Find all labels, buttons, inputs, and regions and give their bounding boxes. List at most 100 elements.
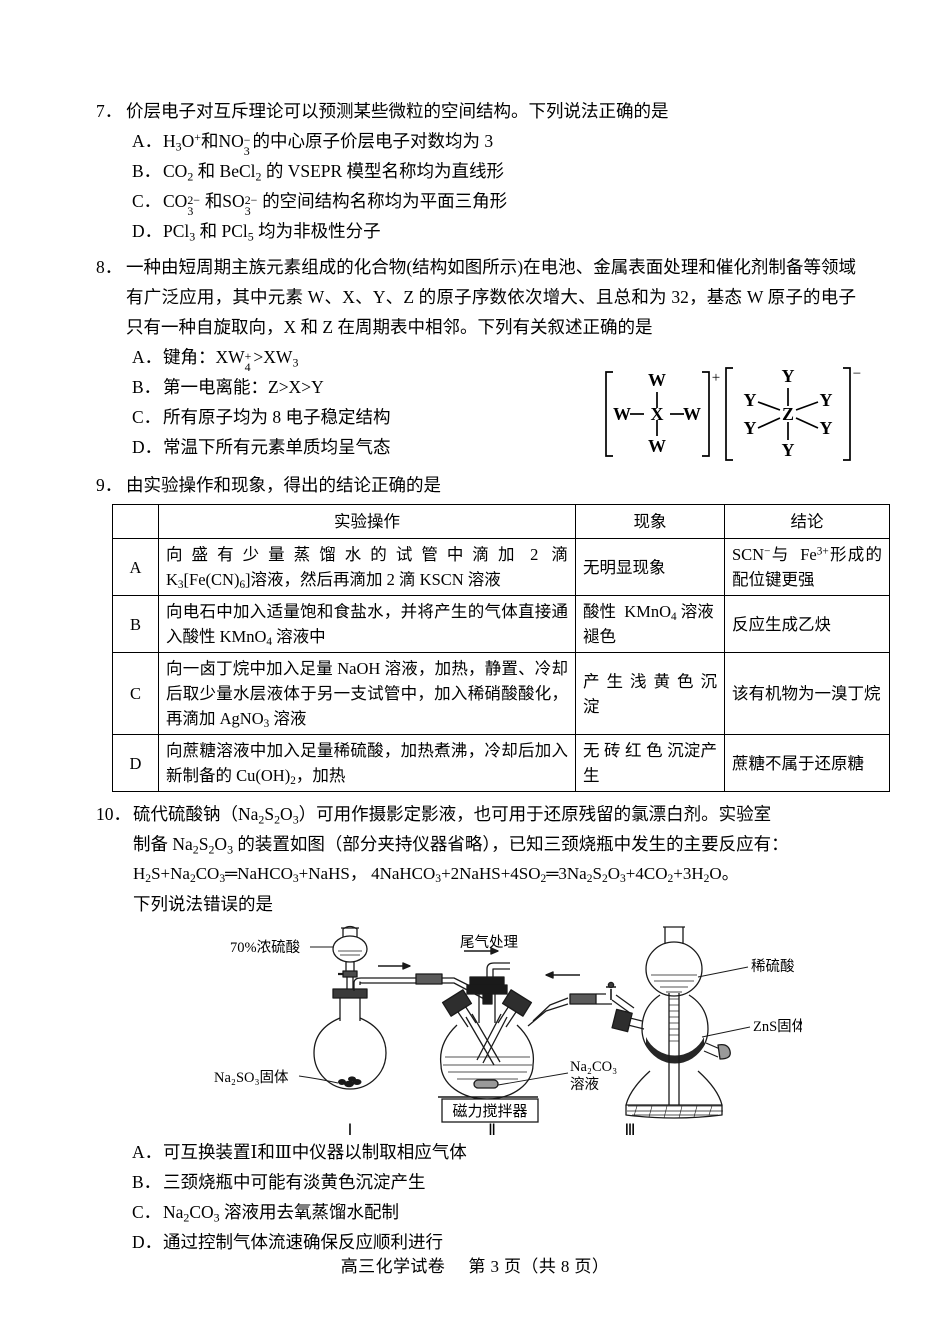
question-8-option-c[interactable]: C． 所有原子均为 8 电子稳定结构 [96, 402, 856, 432]
label-sodium-carbonate-1: Na₂CO₃ [570, 1059, 617, 1075]
stopper-gas-outlet [611, 1008, 633, 1033]
table-row[interactable]: C 向一卤丁烷中加入足量 NaOH 溶液，加热，静置、冷却后取少量水层液体于另一… [112, 652, 890, 735]
page-content: 7． 价层电子对互斥理论可以预测某些微粒的空间结构。下列说法正确的是 A． H3… [96, 96, 890, 1261]
question-8-option-b[interactable]: B． 第一电离能：Z>X>Y [96, 372, 856, 402]
row-operation: 向电石中加入适量饱和食盐水，并将产生的气体直接通入酸性 KMnO4 溶液中 [158, 595, 576, 653]
question-8-stem-row: 8． 一种由短周期主族元素组成的化合物(结构如图所示)在电池、金属表面处理和催化… [96, 252, 856, 342]
question-10-stem-line-1: 硫代硫酸钠（Na2S2O3）可用作摄影定影液，也可用于还原残留的氯漂白剂。实验室 [133, 804, 772, 827]
round-bottom-flask-I [313, 1017, 387, 1090]
table-row[interactable]: A 向 盛 有 少 量 蒸 馏 水 的 试 管 中 滴 加 2 滴 K3[Fe(… [112, 538, 890, 596]
row-label: D [112, 734, 159, 792]
dilute-sulfuric-acid-level [651, 974, 697, 993]
option-letter: D． [132, 437, 163, 457]
question-8-stem: 一种由短周期主族元素组成的化合物(结构如图所示)在电池、金属表面处理和催化剂制备… [126, 257, 856, 337]
option-text: CO2 和 BeCl2 的 VSEPR 模型名称均为直线形 [163, 161, 505, 184]
option-letter: C． [132, 191, 162, 211]
tube-valve [606, 986, 616, 1000]
option-text: 键角：XW+4 >XW3 [163, 347, 299, 374]
atom-label-w-bottom: W [648, 436, 666, 456]
row-phenomenon: 产 生 浅 黄 色 沉淀 [575, 652, 725, 735]
row-conclusion: 该有机物为一溴丁烷 [724, 652, 890, 735]
tube-clamp-1 [415, 973, 443, 985]
row-phenomenon: 酸性 KMnO4 溶液褪色 [575, 595, 725, 653]
question-10-option-a[interactable]: A． 可互换装置Ⅰ和Ⅲ中仪器以制取相应气体 [96, 1137, 856, 1167]
option-text: 第一电离能：Z>X>Y [163, 377, 324, 397]
option-letter: C． [132, 407, 162, 427]
apparatus-figure-area: 70%浓硫酸 Na₂SO₃固体 尾气处理 Na₂CO₃ 溶液 稀硫酸 ZnS固体… [96, 925, 856, 1137]
option-text: PCl3 和 PCl5 均为非极性分子 [163, 221, 381, 244]
table-header-row: 实验操作 现象 结论 [112, 504, 890, 539]
kipp-center-tube [668, 993, 680, 1105]
tail-gas-tube [486, 962, 510, 977]
atom-label-y-lowleft: Y [744, 418, 757, 438]
stopper-flask-I [332, 988, 368, 999]
question-10-option-d[interactable]: D． 通过控制气体流速确保反应顺利进行 [96, 1227, 856, 1257]
option-letter: A． [132, 1142, 163, 1162]
label-magnetic-stirrer: 磁力搅拌器 [452, 1103, 527, 1120]
question-7: 7． 价层电子对互斥理论可以预测某些微粒的空间结构。下列说法正确的是 A． H3… [96, 96, 856, 246]
gas-flow-arrow-1 [378, 962, 411, 970]
table-header-blank [112, 504, 159, 539]
row-label: A [112, 538, 159, 596]
option-text: 可互换装置Ⅰ和Ⅲ中仪器以制取相应气体 [163, 1142, 467, 1162]
atom-label-y-bottom: Y [782, 440, 795, 460]
row-phenomenon: 无 砖 红 色 沉淀产生 [575, 734, 725, 792]
apparatus-numeral-1: Ⅰ [348, 1122, 353, 1137]
question-10-stem-row-3: H2S+Na2CO3═NaHCO3+NaHS， 4NaHCO3+2NaHS+4S… [96, 859, 856, 889]
cation-charge-label: + [712, 370, 720, 386]
magnetic-stir-bar [473, 1079, 499, 1089]
footer-page-number: 第 3 页（共 8 页） [468, 1257, 610, 1276]
label-sodium-carbonate-2: 溶液 [570, 1076, 599, 1093]
row-conclusion: 反应生成乙炔 [724, 595, 890, 653]
question-7-option-d[interactable]: D． PCl3 和 PCl5 均为非极性分子 [96, 216, 856, 246]
apparatus-diagram: 70%浓硫酸 Na₂SO₃固体 尾气处理 Na₂CO₃ 溶液 稀硫酸 ZnS固体… [214, 925, 802, 1137]
kipp-stopcock [717, 1043, 731, 1060]
option-letter: A． [132, 347, 163, 367]
table-header-operation: 实验操作 [158, 504, 576, 539]
table-header-phenomenon: 现象 [575, 504, 725, 539]
question-9-number: 9． [96, 475, 123, 495]
atom-label-w-top: W [648, 370, 666, 390]
option-text: Na2CO3 溶液用去氧蒸馏水配制 [163, 1202, 399, 1225]
question-10-number: 10． [96, 804, 131, 824]
ionic-structure-figure: W W X W W Y Y Y Z Y Y Y [605, 366, 861, 461]
sodium-sulfite-solid [338, 1076, 362, 1088]
row-operation: 向蔗糖溶液中加入足量稀硫酸，加热煮沸，冷却后加入新制备的 Cu(OH)2，加热 [158, 734, 576, 792]
zns-solid [646, 1035, 704, 1064]
option-text: 常温下所有元素单质均呈气态 [163, 437, 391, 457]
question-7-option-b[interactable]: B． CO2 和 BeCl2 的 VSEPR 模型名称均为直线形 [96, 156, 856, 186]
question-8-option-a[interactable]: A． 键角：XW+4 >XW3 [96, 342, 856, 374]
option-letter: B． [132, 377, 162, 397]
table-header-conclusion: 结论 [724, 504, 890, 539]
question-9-stem: 由实验操作和现象，得出的结论正确的是 [126, 475, 441, 495]
question-7-number: 7． [96, 101, 123, 121]
question-8-option-d[interactable]: D． 常温下所有元素单质均呈气态 [96, 432, 856, 462]
dropping-funnel-bulb [332, 935, 368, 963]
question-7-stem: 价层电子对互斥理论可以预测某些微粒的空间结构。下列说法正确的是 [126, 101, 669, 121]
question-10-option-c[interactable]: C． Na2CO3 溶液用去氧蒸馏水配制 [96, 1197, 856, 1227]
stopper-left-neck [441, 989, 473, 1017]
table-row[interactable]: D 向蔗糖溶液中加入足量稀硫酸，加热煮沸，冷却后加入新制备的 Cu(OH)2，加… [112, 734, 890, 792]
question-8: 8． 一种由短周期主族元素组成的化合物(结构如图所示)在电池、金属表面处理和催化… [96, 252, 861, 462]
atom-label-w-right: W [683, 404, 701, 424]
atom-label-y-upleft: Y [744, 390, 757, 410]
table-row[interactable]: B 向电石中加入适量饱和食盐水，并将产生的气体直接通入酸性 KMnO4 溶液中 … [112, 595, 890, 653]
question-9-stem-row: 9． 由实验操作和现象，得出的结论正确的是 [96, 470, 856, 500]
atom-label-y-top: Y [782, 366, 795, 386]
atom-label-w-left: W [613, 404, 631, 424]
row-operation: 向 盛 有 少 量 蒸 馏 水 的 试 管 中 滴 加 2 滴 K3[Fe(CN… [158, 538, 576, 596]
question-7-option-a[interactable]: A． H3O+和NO−3 的中心原子价层电子对数均为 3 [96, 126, 856, 157]
question-10-option-b[interactable]: B． 三颈烧瓶中可能有淡黄色沉淀产生 [96, 1167, 856, 1197]
kipp-upper-bulb [645, 941, 703, 997]
question-7-stem-row: 7． 价层电子对互斥理论可以预测某些微粒的空间结构。下列说法正确的是 [96, 96, 856, 126]
option-letter: A． [132, 131, 163, 151]
anion-charge-label: − [853, 366, 861, 382]
gas-flow-arrow-2 [545, 971, 580, 979]
row-conclusion: SCN−与 Fe3+形成的配位键更强 [724, 538, 890, 596]
kipp-bottom-reservoir [625, 1070, 723, 1106]
tail-gas-arrow [464, 947, 499, 955]
label-sodium-sulfite: Na₂SO₃固体 [214, 1069, 289, 1086]
row-label: C [112, 652, 159, 735]
